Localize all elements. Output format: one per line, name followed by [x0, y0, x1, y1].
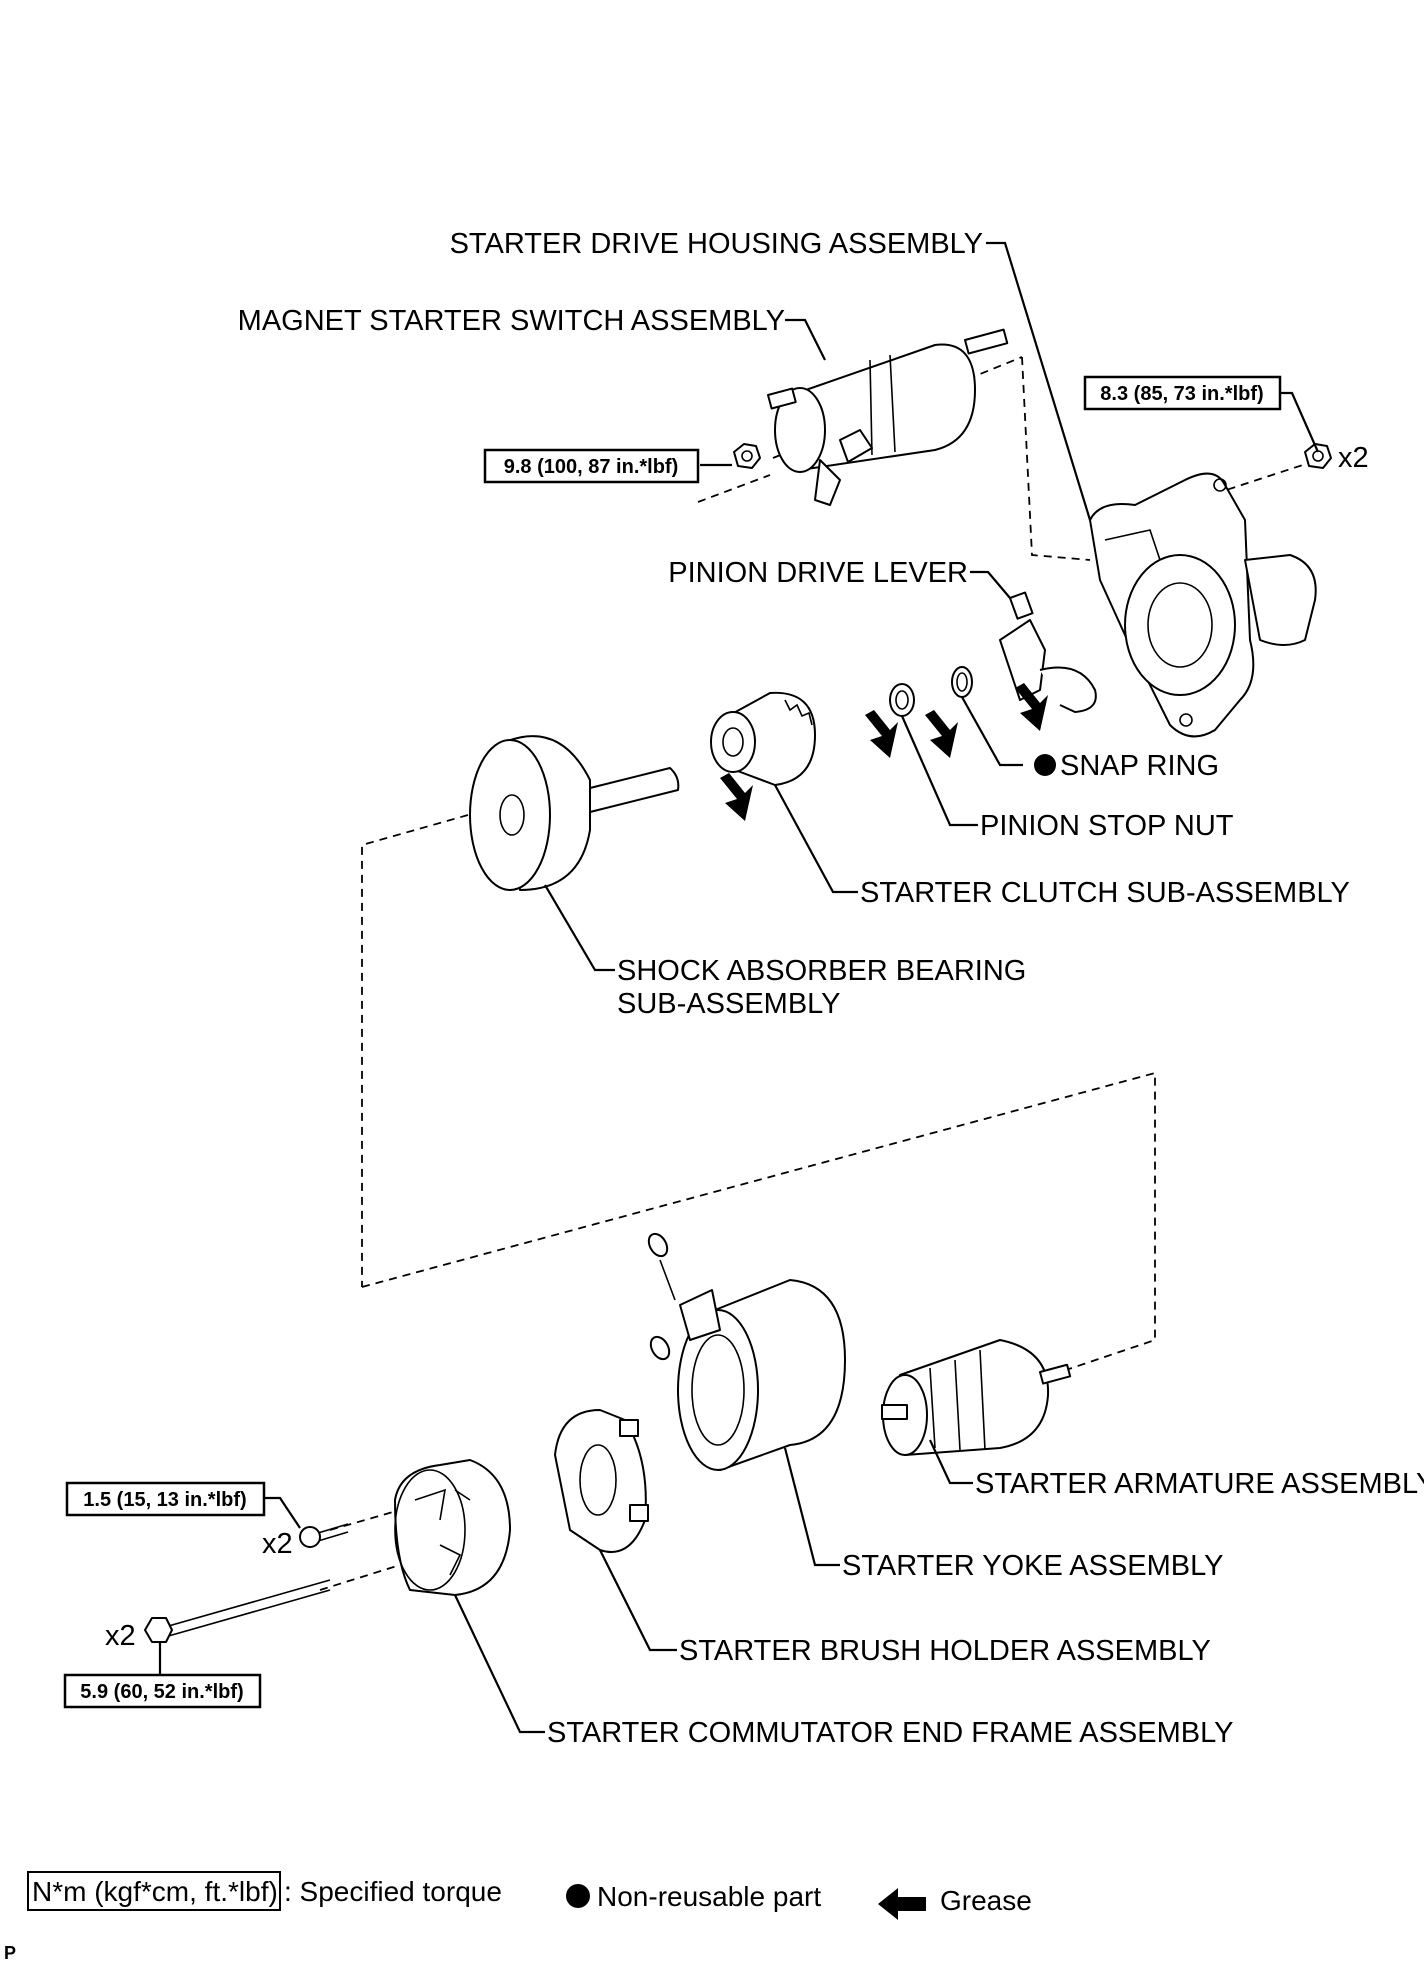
starter-armature-drawing: [881, 1339, 1072, 1456]
commutator-end-frame-drawing: [394, 1459, 511, 1596]
magnet-starter-switch-drawing: [767, 328, 1009, 506]
non-reusable-dot: [1034, 754, 1056, 776]
legend-nonreusable-text: Non-reusable part: [597, 1881, 821, 1912]
label-pinion-drive-lever: PINION DRIVE LEVER: [668, 557, 968, 589]
snap-ring-drawing: [951, 666, 973, 698]
label-starter-brush-holder: STARTER BRUSH HOLDER ASSEMBLY: [679, 1635, 1211, 1667]
qty-end-frame-screw: x2: [262, 1528, 293, 1560]
legend-torque-units: N*m (kgf*cm, ft.*lbf): [32, 1876, 278, 1907]
end-frame-screw-drawing: [299, 1523, 349, 1548]
legend-nonreusable-dot: [566, 1884, 590, 1908]
quantities: x2 x2 x2: [105, 442, 1369, 1652]
torque-housing-nut: 8.3 (85, 73 in.*lbf): [1100, 383, 1263, 405]
starter-clutch-drawing: [710, 691, 816, 786]
label-commutator-end-frame: STARTER COMMUTATOR END FRAME ASSEMBLY: [547, 1717, 1233, 1749]
label-snap-ring: SNAP RING: [1060, 750, 1219, 782]
torque-through-bolt: 5.9 (60, 52 in.*lbf): [80, 1681, 243, 1703]
legend: N*m (kgf*cm, ft.*lbf) : Specified torque…: [27, 1871, 1032, 1920]
label-starter-drive-housing: STARTER DRIVE HOUSING ASSEMBLY: [450, 228, 983, 260]
leader-lines: [158, 241, 1320, 1734]
label-magnet-starter-switch: MAGNET STARTER SWITCH ASSEMBLY: [238, 305, 785, 337]
label-shock-absorber-bearing-line1: SHOCK ABSORBER BEARING: [617, 955, 1026, 987]
shock-absorber-bearing-drawing: [469, 735, 680, 891]
label-starter-clutch: STARTER CLUTCH SUB-ASSEMBLY: [860, 877, 1350, 909]
through-bolt-drawing: [144, 1579, 331, 1643]
qty-through-bolt: x2: [105, 1620, 136, 1652]
starter-brush-holder-drawing: [554, 1409, 649, 1553]
housing-nut-drawing: [1304, 443, 1332, 469]
label-starter-yoke: STARTER YOKE ASSEMBLY: [842, 1550, 1223, 1582]
qty-housing-nut: x2: [1338, 442, 1369, 474]
label-starter-armature: STARTER ARMATURE ASSEMBLY: [975, 1468, 1424, 1500]
label-pinion-stop-nut: PINION STOP NUT: [980, 810, 1234, 842]
switch-nut-drawing: [733, 443, 761, 469]
starter-drive-housing-drawing: [1089, 472, 1317, 738]
pinion-drive-lever-drawing: [999, 591, 1097, 713]
legend-grease-arrow: [878, 1888, 926, 1920]
pinion-stop-nut-drawing: [889, 683, 915, 717]
corner-mark: P: [4, 1943, 16, 1963]
legend-torque-text: : Specified torque: [284, 1876, 502, 1907]
torque-end-frame-screw: 1.5 (15, 13 in.*lbf): [83, 1489, 246, 1511]
legend-torque-box: [27, 1871, 281, 1911]
label-shock-absorber-bearing-line2: SUB-ASSEMBLY: [617, 988, 840, 1020]
legend-grease-text: Grease: [940, 1885, 1032, 1916]
torque-switch-nut: 9.8 (100, 87 in.*lbf): [504, 456, 679, 478]
grease-arrows: [720, 683, 1048, 821]
part-labels: STARTER DRIVE HOUSING ASSEMBLY MAGNET ST…: [238, 228, 1424, 1749]
torque-specs: 8.3 (85, 73 in.*lbf) 9.8 (100, 87 in.*lb…: [63, 375, 1282, 1709]
starter-yoke-drawing: [647, 1232, 846, 1471]
